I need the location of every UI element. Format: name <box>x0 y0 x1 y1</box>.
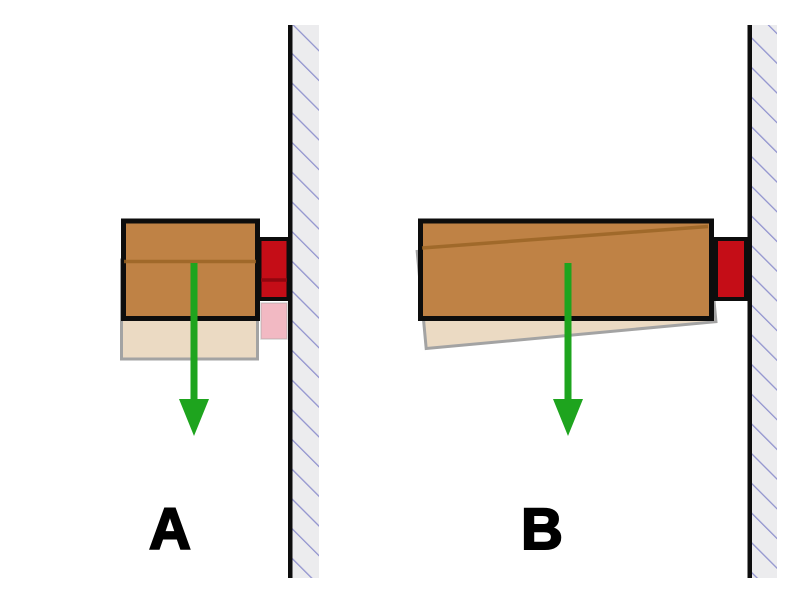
force-arrow-a-head <box>179 399 209 436</box>
bracket-a <box>257 237 291 301</box>
bracket-b <box>714 237 748 301</box>
force-arrow-a <box>179 263 209 436</box>
scenario-a: A <box>120 218 291 563</box>
bracket-a-ghost <box>260 302 288 340</box>
scenario-b: B <box>415 218 748 563</box>
block-b-ghost-edge-line <box>421 224 709 250</box>
wall-b-hatching <box>750 25 777 578</box>
wall-a <box>288 25 319 578</box>
label-b: B <box>521 497 563 562</box>
wall-b <box>747 25 777 578</box>
label-a: A <box>149 497 191 562</box>
wall-a-hatching <box>290 25 319 578</box>
wall-a-edge <box>288 25 293 578</box>
force-arrow-b <box>553 263 583 436</box>
wall-b-edge <box>747 25 752 578</box>
force-arrow-b-head <box>553 399 583 436</box>
